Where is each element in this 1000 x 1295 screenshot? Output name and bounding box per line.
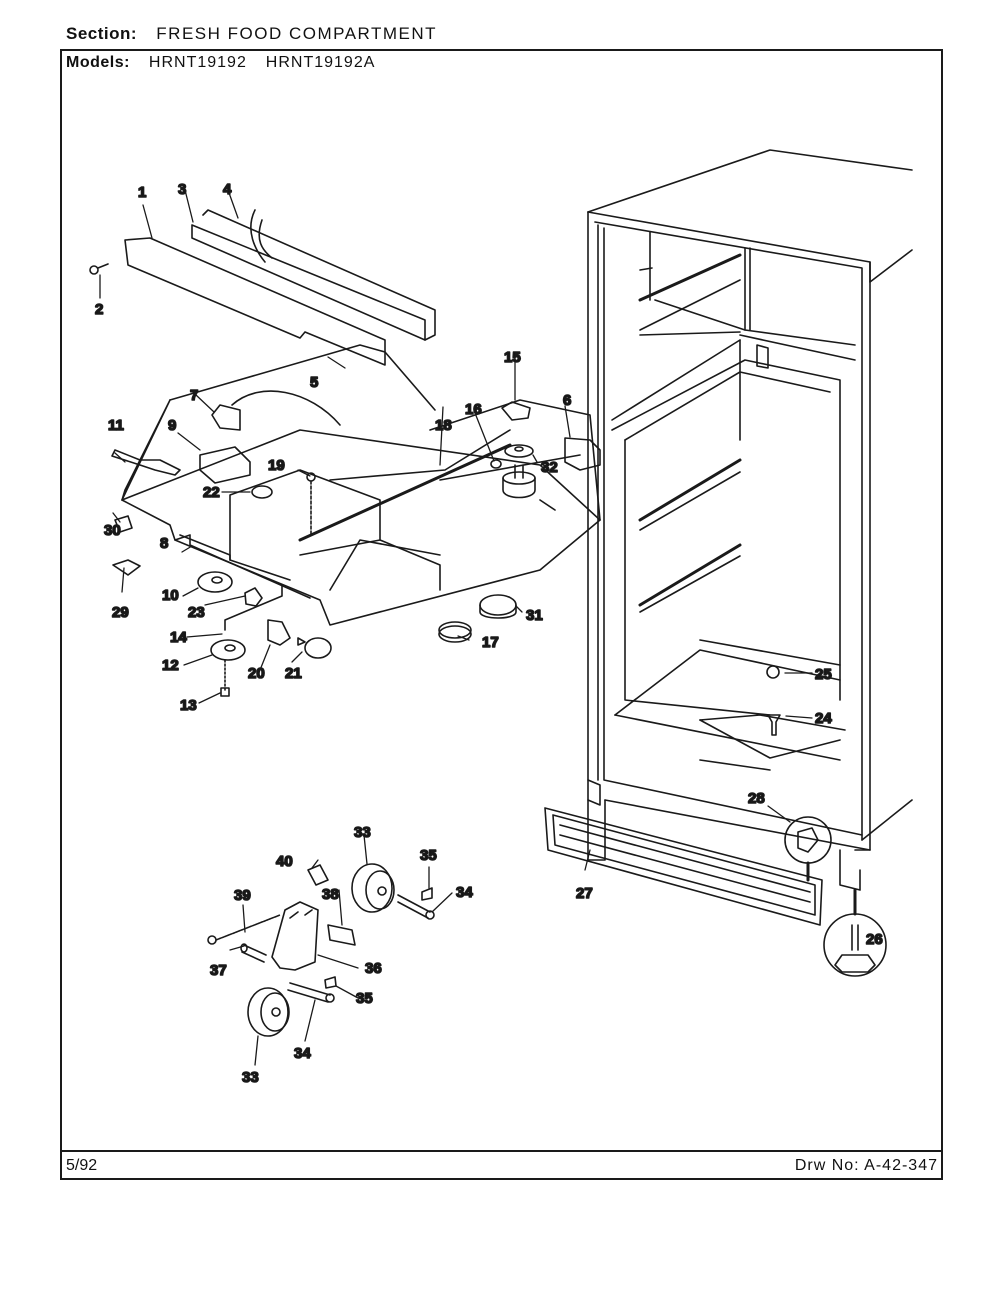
callout-40: 40 [276,853,293,870]
callout-33: 33 [354,824,371,841]
callout-10: 10 [162,587,179,604]
small-parts [111,390,781,736]
refrigerator-cabinet [587,149,913,891]
callout-22: 22 [203,484,220,501]
section-value: FRESH FOOD COMPARTMENT [156,24,438,43]
callout-labels: 1 2 3 4 5 6 7 8 9 10 11 12 13 14 15 16 1… [94,180,883,1087]
models-line: Models: HRNT19192 HRNT19192A [66,54,375,72]
models-label: Models: [66,54,130,71]
callout-28: 28 [748,790,765,807]
callout-39: 39 [234,887,251,904]
roller-assembly [207,863,435,1037]
model-number: HRNT19192 [148,54,247,71]
callout-11: 11 [108,417,124,434]
callout-19: 19 [268,457,285,474]
callout-32: 32 [541,459,558,476]
callout-9: 9 [168,417,176,434]
callout-35: 35 [356,990,373,1007]
callout-31: 31 [526,607,543,624]
callout-5: 5 [310,374,318,391]
callout-36: 36 [365,960,382,977]
leader-lines [99,189,813,1066]
callout-1: 1 [138,184,146,201]
callout-15: 15 [504,349,521,366]
callout-13: 13 [180,697,197,714]
callout-37: 37 [210,962,227,979]
callout-18: 18 [435,417,452,434]
callout-35: 35 [420,847,437,864]
callout-27: 27 [576,885,593,902]
callout-17: 17 [482,634,499,651]
callout-34: 34 [456,884,473,901]
callout-38: 38 [322,886,339,903]
callout-23: 23 [188,604,205,621]
callout-14: 14 [170,629,187,646]
callout-8: 8 [160,535,168,552]
section-title: Section: FRESH FOOD COMPARTMENT [66,24,437,44]
callout-26: 26 [866,931,883,948]
callout-6: 6 [563,392,571,409]
callout-2: 2 [95,301,103,318]
callout-16: 16 [465,401,482,418]
detail-callouts [784,816,887,977]
footer-divider [60,1150,943,1152]
fresh-food-liner [121,344,601,626]
rail-parts [89,209,436,366]
callout-7: 7 [190,387,198,404]
callout-4: 4 [223,181,232,198]
model-number: HRNT19192A [265,54,376,71]
callout-33: 33 [242,1069,259,1086]
callout-24: 24 [815,710,832,727]
callout-12: 12 [162,657,179,674]
revision-date: 5/92 [66,1157,98,1174]
section-label: Section: [66,24,138,43]
drawing-number: Drw No: A-42-347 [794,1157,938,1174]
callout-34: 34 [294,1045,311,1062]
callout-25: 25 [815,666,832,683]
drawing-frame [60,49,943,1180]
base-grille [544,807,823,926]
callout-29: 29 [112,604,129,621]
callout-30: 30 [104,522,121,539]
callout-21: 21 [285,665,302,682]
callout-20: 20 [248,665,265,682]
callout-3: 3 [178,181,186,198]
